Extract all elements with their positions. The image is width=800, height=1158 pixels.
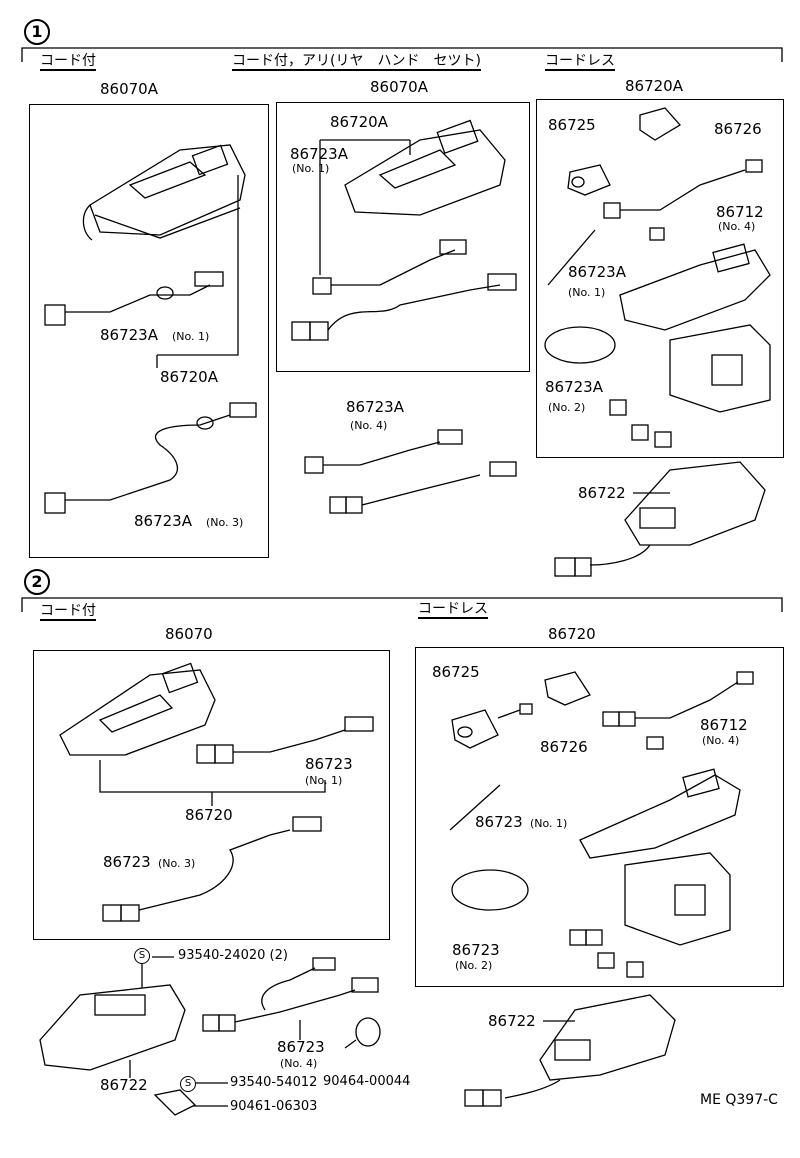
s2-g2-p1: 86725: [432, 663, 480, 681]
handset-drawing-1c: [619, 243, 771, 331]
cradle-drawing-1: [554, 461, 766, 577]
s1-g1-sub-label: 86723A: [100, 326, 158, 344]
section2-header-cordless: コードレス: [418, 601, 488, 619]
s2-g2-p4: 86723: [475, 813, 523, 831]
section2-number: 2: [24, 569, 50, 595]
section1-header-rear: コード付，アリ(リヤ ハンド セツト): [232, 53, 481, 71]
s1-group2-part: 86070A: [370, 78, 428, 96]
section1-header-corded: コード付: [40, 53, 96, 71]
s2-cradle-left: 86722: [100, 1076, 148, 1094]
section1-group3-box: [536, 99, 784, 458]
section1-bracket: [21, 47, 783, 62]
s2-g2-p5-note: (No. 2): [455, 959, 493, 972]
cable-drawing-86723-no1: [449, 784, 501, 831]
s1-g3-p4: 86723A: [568, 263, 626, 281]
s1-group1-part: 86070A: [100, 80, 158, 98]
cable-drawing-86712-a: [603, 159, 763, 241]
s1-g4-note: (No. 4): [350, 419, 388, 432]
s1-g2-sub-note: (No. 1): [292, 162, 330, 175]
s2-cable4: 86723: [277, 1038, 325, 1056]
s1-g2-sub: 86723A: [290, 145, 348, 163]
s2-g1-cable3-note: (No. 3): [158, 857, 196, 870]
s2-g2-p3-note: (No. 4): [702, 734, 740, 747]
bracket-drawing: [153, 1089, 197, 1116]
s1-g2-handset: 86720A: [330, 113, 388, 131]
part-drawing-86725-a: [567, 164, 611, 196]
s2-group2-part: 86720: [548, 625, 596, 643]
s1-g1-cable3-note: (No. 3): [206, 516, 244, 529]
s1-g3-p3-note: (No. 4): [718, 220, 756, 233]
s1-g3-p5: 86723A: [545, 378, 603, 396]
handset-drawing-1b: [344, 119, 506, 216]
s1-g4-cable: 86723A: [346, 398, 404, 416]
cradle-drawing-2a: [39, 984, 186, 1071]
cable-drawing-2a: [196, 716, 374, 764]
unit-drawing-2b: [569, 852, 731, 978]
coil-drawing-2b: [451, 869, 529, 911]
s1-g1-cable3: 86723A: [134, 512, 192, 530]
unit-drawing-1c: [609, 324, 771, 448]
handset-drawing-2b: [579, 768, 741, 859]
clamp-drawing: [344, 1017, 381, 1049]
s2-clamp: 90464-00044: [323, 1074, 411, 1089]
s1-g3-p3: 86712: [716, 203, 764, 221]
s2-g1-cable: 86723: [305, 755, 353, 773]
footer-code: ME Q397-C: [700, 1092, 778, 1108]
s2-cradle-right: 86722: [488, 1012, 536, 1030]
s2-cable4-note: (No. 4): [280, 1057, 318, 1070]
s1-group3-part: 86720A: [625, 77, 683, 95]
s2-screw2: 93540-54012: [230, 1075, 318, 1090]
cable-drawing-1a: [44, 271, 224, 326]
handset-drawing-1a: [82, 144, 246, 241]
section2-group1-box: [33, 650, 390, 940]
cable-drawing-86712-b: [602, 671, 754, 750]
section1-group2-box: [276, 102, 530, 372]
s1-g3-p2: 86726: [714, 120, 762, 138]
section1-header-cordless: コードレス: [545, 53, 615, 71]
coil-drawing-1c: [544, 326, 616, 364]
section2-group2-box: [415, 647, 784, 987]
part-drawing-86726-a: [639, 107, 682, 141]
s1-g1-handset: 86720A: [160, 368, 218, 386]
cable-drawing-1a-no3: [44, 402, 257, 514]
s2-g2-p3: 86712: [700, 716, 748, 734]
s2-g2-p4-note: (No. 1): [530, 817, 568, 830]
s1-g3-p1: 86725: [548, 116, 596, 134]
screw-symbol-2: S: [180, 1076, 196, 1092]
cable-drawing-1b: [291, 239, 517, 341]
s2-g1-handset: 86720: [185, 806, 233, 824]
s2-bracket: 90461-06303: [230, 1099, 318, 1114]
cable-drawing-1d: [304, 429, 517, 514]
screw-symbol-1: S: [134, 948, 150, 964]
leader-1b: [319, 139, 411, 275]
leader-2a: [99, 760, 326, 806]
s1-g3-p5-note: (No. 2): [548, 401, 586, 414]
s2-g1-cable-note: (No. 1): [305, 774, 343, 787]
section1-group1-box: [29, 104, 269, 558]
s1-cradle: 86722: [578, 484, 626, 502]
cable-drawing-2c: [202, 957, 379, 1032]
section2-header-corded: コード付: [40, 603, 96, 621]
section2-bracket: [21, 597, 783, 612]
s1-g3-p4-note: (No. 1): [568, 286, 606, 299]
s2-screw1: 93540-24020 (2): [178, 948, 288, 963]
s2-g1-cable3: 86723: [103, 853, 151, 871]
s2-group1-part: 86070: [165, 625, 213, 643]
section1-number: 1: [24, 19, 50, 45]
cradle-drawing-2b: [464, 994, 676, 1107]
leader-1a: [156, 175, 239, 368]
s2-g2-p2: 86726: [540, 738, 588, 756]
s2-g2-p5: 86723: [452, 941, 500, 959]
cable-drawing-2a-no3: [102, 816, 322, 922]
handset-drawing-2a: [59, 662, 216, 756]
s1-g1-sub-note: (No. 1): [172, 330, 210, 343]
part-drawing-86726-b: [544, 671, 591, 706]
part-drawing-86725-b: [451, 703, 533, 749]
cable-drawing-86723a-no1: [547, 229, 596, 286]
